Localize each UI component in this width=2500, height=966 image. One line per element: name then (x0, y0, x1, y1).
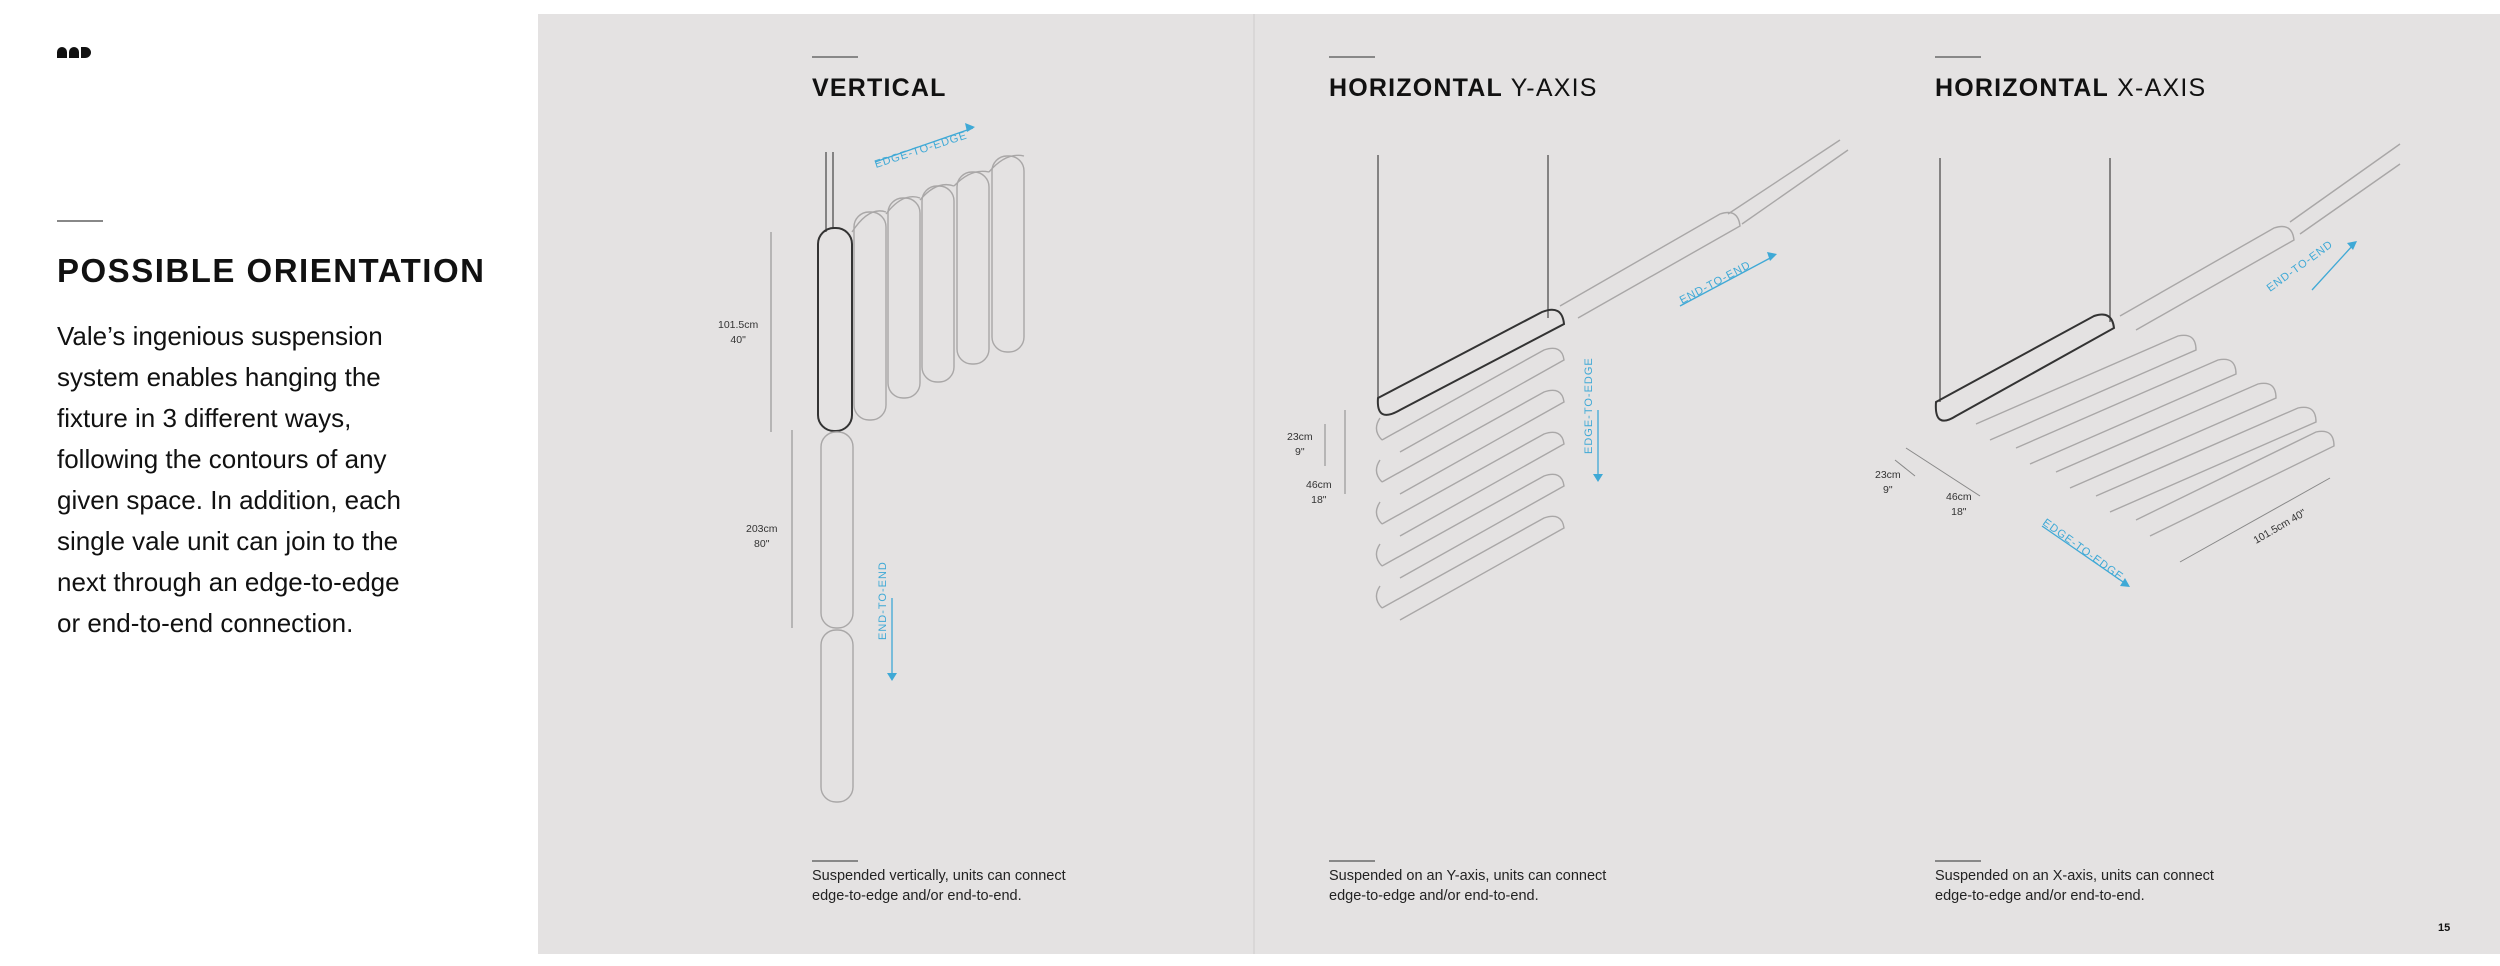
column-rule (1935, 56, 1981, 58)
x-axis-dimensions (1894, 447, 2331, 563)
vertical-dim-2: 203cm 80" (746, 523, 778, 550)
x-axis-title-light: X-AXIS (2117, 74, 2207, 102)
edge-to-edge-label: EDGE-TO-EDGE (873, 130, 969, 171)
intro-line: next through an edge-to-edge (57, 567, 400, 597)
intro-line: fixture in 3 different ways, (57, 403, 352, 433)
vertical-caption: Suspended vertically, units can connect … (812, 868, 1066, 904)
intro-line: Vale’s ingenious suspension (57, 321, 383, 351)
brand-logo (57, 47, 91, 58)
intro-paragraph: Vale’s ingenious suspension system enabl… (57, 316, 457, 644)
x-axis-dim-1: 23cm 9" (1875, 469, 1901, 496)
y-axis-caption: Suspended on an Y-axis, units can connec… (1329, 868, 1607, 904)
end-to-end-label: END-TO-END (2265, 238, 2336, 294)
column-rule (1329, 56, 1375, 58)
x-axis-dim-2: 46cm 18" (1946, 491, 1972, 518)
edge-to-edge-label: EDGE-TO-EDGE (1583, 357, 1595, 454)
end-to-end-label: END-TO-END (1678, 259, 1753, 307)
vertical-arrows: EDGE-TO-EDGE END-TO-END (873, 123, 975, 681)
x-axis-caption: Suspended on an X-axis, units can connec… (1935, 868, 2214, 904)
caption-rule (812, 860, 858, 862)
x-axis-illustration (1934, 143, 2401, 537)
title-rule (57, 220, 103, 222)
length-dimension-label: 101.5cm 40" (2252, 507, 2309, 547)
y-axis-title: HORIZONTAL Y-AXIS (1329, 74, 1598, 103)
vertical-dim-1: 101.5cm 40" (718, 319, 759, 346)
end-to-end-label: END-TO-END (877, 561, 889, 640)
page-number: 15 (2438, 922, 2451, 934)
x-axis-arrows: END-TO-END EDGE-TO-EDGE 101.5cm 40" (2040, 238, 2357, 587)
y-axis-dimensions (1324, 410, 1346, 494)
intro-line: or end-to-end connection. (57, 608, 354, 638)
y-axis-title-bold: HORIZONTAL (1329, 74, 1504, 102)
intro-line: single vale unit can join to the (57, 526, 399, 556)
intro-line: following the contours of any (57, 444, 387, 474)
column-rule (812, 56, 858, 58)
intro-line: system enables hanging the (57, 362, 381, 392)
y-axis-arrows: END-TO-END EDGE-TO-EDGE (1583, 252, 1777, 482)
y-axis-dim-2: 46cm 18" (1306, 479, 1332, 506)
intro-line: given space. In addition, each (57, 485, 402, 515)
x-axis-title-bold: HORIZONTAL (1935, 74, 2110, 102)
caption-rule (1935, 860, 1981, 862)
caption-rule (1329, 860, 1375, 862)
edge-to-edge-label: EDGE-TO-EDGE (2040, 517, 2125, 584)
vertical-title-bold: VERTICAL (812, 74, 947, 102)
page-title: POSSIBLE ORIENTATION (57, 252, 486, 289)
vertical-illustration (817, 152, 1025, 803)
y-axis-title-light: Y-AXIS (1510, 74, 1598, 102)
page-fold (1253, 14, 1255, 954)
vertical-title: VERTICAL (812, 74, 947, 103)
vertical-dimensions (770, 232, 793, 628)
y-axis-dim-1: 23cm 9" (1287, 431, 1313, 458)
y-axis-illustration (1375, 139, 1849, 621)
x-axis-title: HORIZONTAL X-AXIS (1935, 74, 2206, 103)
